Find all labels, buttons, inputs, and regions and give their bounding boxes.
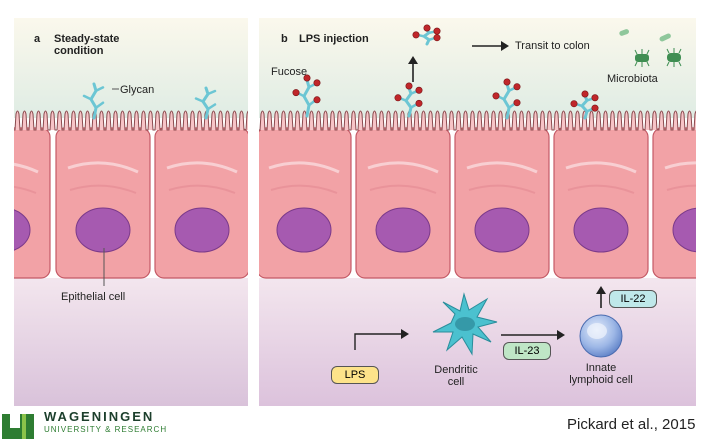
microvilli-brush-border: [259, 110, 696, 131]
fucose-residue: [591, 104, 599, 112]
nucleus: [174, 207, 230, 253]
nucleus: [75, 207, 131, 253]
fucosylated-glycan: [492, 78, 521, 120]
panel-a-letter: a: [34, 33, 41, 45]
nucleus: [474, 207, 530, 253]
fucose-residue: [313, 96, 321, 104]
dendritic-cell-label-line2: cell: [447, 376, 465, 388]
panel-a-title-line1: Steady-state: [54, 33, 120, 45]
epithelial-cell: [553, 127, 649, 279]
panel-b-letter: b: [281, 33, 288, 45]
fucosylated-glycan: [292, 74, 321, 118]
nucleus: [672, 207, 696, 253]
il22-tag: IL-22: [609, 290, 657, 308]
nucleus: [276, 207, 332, 253]
glycan-label: Glycan: [120, 84, 155, 96]
nucleus: [573, 207, 629, 253]
microbiota-label: Microbiota: [607, 73, 658, 85]
wur-logo-subtitle: UNIVERSITY & RESEARCH: [44, 425, 168, 434]
fucose-residue: [513, 83, 521, 91]
fucose-residue: [513, 99, 521, 107]
epithelial-cell-label: Epithelial cell: [61, 291, 126, 303]
fucose-residue: [433, 27, 441, 35]
epithelial-cell: [14, 127, 51, 279]
citation: Pickard et al., 2015: [567, 416, 696, 433]
fucose-residue: [292, 89, 300, 97]
fucose-label: Fucose: [271, 66, 308, 78]
il23-tag: IL-23: [503, 342, 551, 360]
fucose-residue: [303, 74, 311, 82]
glycan: [194, 86, 217, 120]
fucose-residue: [415, 86, 423, 94]
wur-logo-name: WAGENINGEN: [44, 409, 155, 424]
lps-to-dendritic-arrow: [354, 333, 403, 350]
innate-lymphoid-label-line1: Innate: [585, 362, 617, 374]
fucose-residue: [423, 24, 431, 32]
nucleus: [375, 207, 431, 253]
fucosylated-glycan: [412, 24, 441, 46]
dendritic-cell-label-line1: Dendritic: [434, 364, 478, 376]
epithelial-cell: [259, 127, 352, 279]
lamina-propria: [14, 278, 248, 406]
mucus-layer: [14, 18, 248, 118]
innate-lymphoid-cell: [579, 314, 623, 358]
transit-to-colon-label: Transit to colon: [515, 40, 590, 52]
panel-b-title: LPS injection: [299, 33, 369, 45]
glycan: [82, 82, 105, 120]
fucosylated-glycan: [394, 82, 423, 118]
wur-logo-mark: [2, 414, 34, 439]
epithelial-cell: [55, 127, 151, 279]
panel-a-steady-state: a Steady-state condition Glycan Epitheli…: [14, 18, 248, 406]
il22-arrow-head: [596, 286, 606, 294]
il23-arrow-head: [557, 330, 565, 340]
nucleus: [14, 209, 31, 251]
fucose-residue: [415, 99, 423, 107]
fucose-residue: [492, 92, 500, 100]
fucose-residue: [405, 82, 413, 90]
release-arrow-head: [408, 56, 418, 64]
panel-a-illustration: [14, 18, 248, 406]
panel-a-title-line2: condition: [54, 45, 104, 57]
dendritic-cell: [432, 292, 498, 356]
lps-tag: LPS: [331, 366, 379, 384]
fucose-residue: [503, 78, 511, 86]
fucosylated-glycan: [570, 90, 599, 120]
fucose-residue: [581, 90, 589, 98]
fucose-residue: [412, 31, 420, 39]
fucose-residue: [591, 94, 599, 102]
fucose-residue: [433, 34, 441, 42]
microbiota: [619, 29, 682, 67]
epithelial-cell: [652, 127, 696, 279]
epithelial-cell: [154, 127, 248, 279]
lps-arrow-head: [401, 329, 409, 339]
transit-arrow-head: [501, 41, 509, 51]
epithelial-cell: [454, 127, 550, 279]
fucose-residue: [394, 94, 402, 102]
innate-lymphoid-label-line2: lymphoid cell: [569, 374, 633, 386]
epithelial-cell: [355, 127, 451, 279]
panel-b-lps-injection: b LPS injection Fucose Transit to colon …: [259, 18, 696, 406]
microvilli-brush-border: [14, 110, 248, 131]
panel-b-illustration: [259, 18, 696, 406]
fucose-residue: [313, 79, 321, 87]
fucose-residue: [570, 100, 578, 108]
